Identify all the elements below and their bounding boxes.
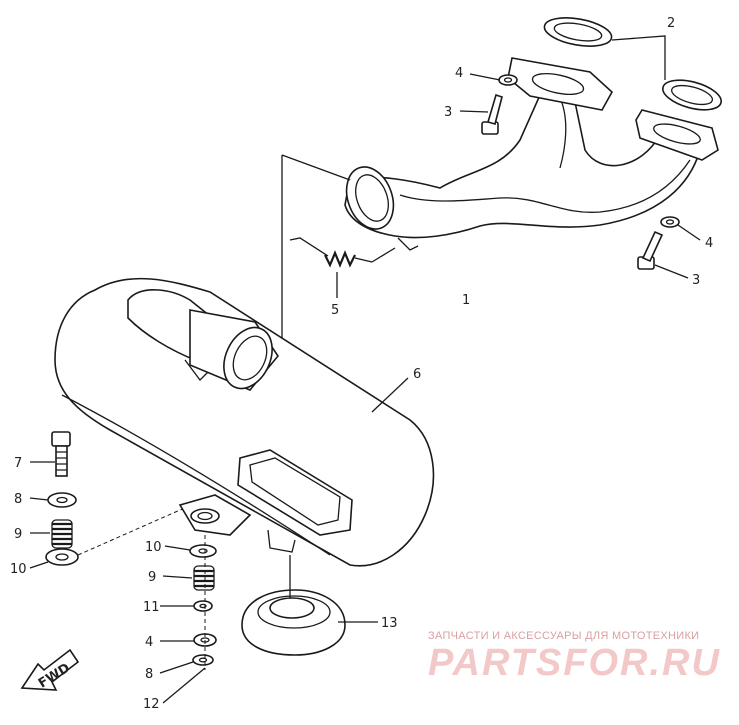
callout-4-lower: 4 bbox=[705, 236, 713, 251]
leader-6 bbox=[371, 377, 409, 413]
callout-4-stack: 4 bbox=[145, 635, 153, 650]
callout-5: 5 bbox=[331, 303, 339, 318]
washer-10-left bbox=[45, 548, 79, 566]
callout-6: 6 bbox=[413, 367, 421, 382]
leader-10a bbox=[29, 561, 49, 569]
exhaust-pipe bbox=[344, 57, 719, 251]
watermark-brand: PARTSFOR.RU bbox=[428, 642, 721, 684]
callout-10-left: 10 bbox=[10, 562, 27, 577]
leader-9b bbox=[162, 575, 193, 579]
leader-8b bbox=[159, 661, 194, 674]
spring-5 bbox=[289, 237, 373, 268]
callout-1: 1 bbox=[462, 293, 470, 308]
washer-8-left bbox=[47, 492, 77, 508]
gasket-upper bbox=[543, 17, 613, 47]
leader-2 bbox=[611, 35, 666, 80]
washer-lower bbox=[660, 216, 680, 228]
washer-10-right bbox=[189, 544, 217, 558]
callout-10-right: 10 bbox=[145, 540, 162, 555]
callout-13: 13 bbox=[381, 616, 398, 631]
callout-2: 2 bbox=[667, 16, 675, 31]
muffler-cap bbox=[241, 589, 346, 656]
bolt-7 bbox=[51, 431, 71, 477]
callout-8-left: 8 bbox=[14, 492, 22, 507]
callout-9-right: 9 bbox=[148, 570, 156, 585]
callout-7: 7 bbox=[14, 456, 22, 471]
leader-3b bbox=[654, 264, 689, 279]
damper-9-right bbox=[193, 565, 215, 591]
leader-3a bbox=[459, 110, 489, 113]
bolt-lower bbox=[637, 230, 664, 270]
muffler bbox=[54, 277, 435, 567]
mounting-bracket bbox=[178, 494, 252, 536]
guide-line-top bbox=[281, 154, 351, 181]
bolt-upper bbox=[481, 93, 503, 135]
washer-8-right bbox=[192, 654, 214, 666]
gasket-lower bbox=[662, 79, 722, 111]
callout-3-lower: 3 bbox=[692, 273, 700, 288]
callout-3-upper: 3 bbox=[444, 105, 452, 120]
leader-10b bbox=[164, 545, 191, 551]
callout-4-upper: 4 bbox=[455, 66, 463, 81]
damper-9-left bbox=[51, 519, 73, 549]
callout-9-left: 9 bbox=[14, 527, 22, 542]
fwd-arrow: FWD bbox=[20, 648, 80, 691]
washer-11 bbox=[193, 600, 213, 612]
leader-8a bbox=[29, 497, 49, 501]
callout-8-right: 8 bbox=[145, 667, 153, 682]
leader-4b bbox=[677, 224, 701, 241]
leader-12 bbox=[162, 667, 206, 704]
leader-4a bbox=[469, 73, 501, 81]
callout-11: 11 bbox=[143, 600, 160, 615]
washer-upper bbox=[498, 74, 518, 86]
leader-5b bbox=[371, 247, 396, 263]
callout-12: 12 bbox=[143, 697, 160, 712]
watermark-tagline: ЗАПЧАСТИ И АКСЕССУАРЫ ДЛЯ МОТОТЕХНИКИ bbox=[428, 630, 700, 642]
